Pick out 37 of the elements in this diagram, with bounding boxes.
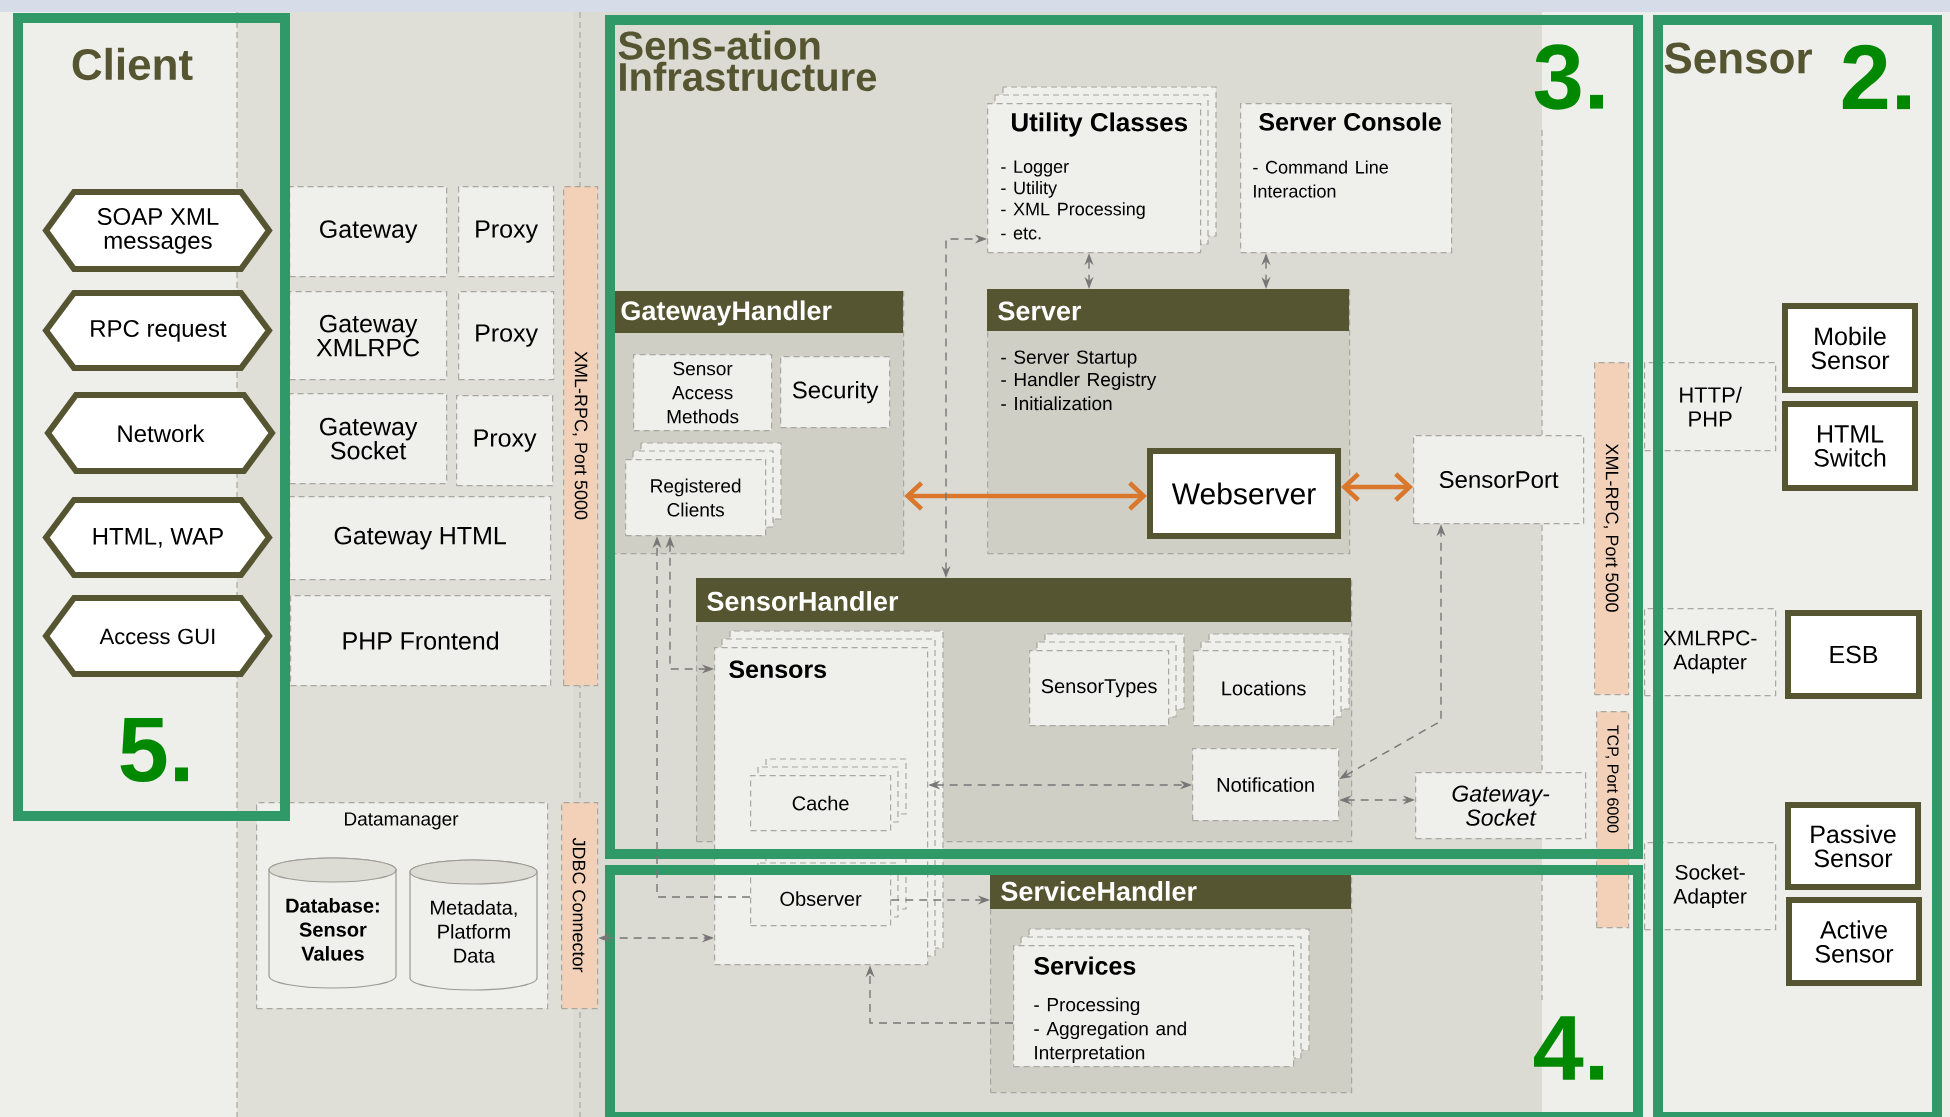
component-box: Sensor Access Methods — [633, 354, 773, 432]
component-box: Server Console - Command Line Interaction — [1240, 103, 1453, 254]
component-box: Gateway XMLRPC — [289, 291, 448, 381]
connector-arrow — [904, 481, 1147, 511]
component-box: Gateway HTML — [289, 496, 552, 581]
device-box: Active Sensor — [1786, 897, 1922, 986]
component-box: Socket-Adapter — [1644, 842, 1777, 931]
component-stack: SensorTypes — [1029, 633, 1185, 727]
component-box: Gateway-Socket — [1415, 772, 1587, 840]
database-cylinder: Database: Sensor Values — [268, 857, 397, 989]
protocol-band: XML-RPC, Port 5000 — [1594, 362, 1630, 696]
device-box: Mobile Sensor — [1782, 303, 1918, 393]
connector-arrow — [1341, 472, 1413, 502]
component-stack: Observer — [750, 854, 907, 927]
protocol-band: JDBC Connector — [561, 802, 599, 1010]
component-stack: Cache — [750, 758, 907, 832]
device-box: ESB — [1785, 610, 1922, 699]
component-box: XMLRPC-Adapter — [1644, 608, 1777, 697]
device-box: HTML Switch — [1782, 401, 1918, 491]
component-box: Proxy — [458, 186, 555, 278]
component-stack: Utility Classes - Logger - Utility - XML Processing - etc. — [987, 86, 1217, 254]
component-box: Proxy — [456, 395, 554, 487]
component-box: SensorPort — [1413, 435, 1585, 525]
component-box: PHP Frontend — [290, 595, 552, 687]
component-box: Gateway Socket — [289, 393, 448, 485]
component-stack: Services - Processing - Aggregation and Interpretation — [1013, 928, 1310, 1068]
component-box: HTTP/ PHP — [1644, 362, 1777, 452]
component-stack: Registered Clients — [625, 442, 782, 537]
component-box: Security — [780, 356, 891, 429]
device-box: Passive Sensor — [1785, 802, 1921, 890]
component-box: Proxy — [458, 291, 555, 381]
database-cylinder: Metadata, Platform Data — [409, 859, 538, 991]
component-box: Gateway — [289, 186, 448, 278]
component-box: Notification — [1192, 748, 1340, 822]
protocol-band: XML-RPC, Port 5000 — [563, 186, 599, 687]
server-box: Webserver — [1147, 448, 1341, 539]
component-stack: Locations — [1193, 633, 1350, 727]
